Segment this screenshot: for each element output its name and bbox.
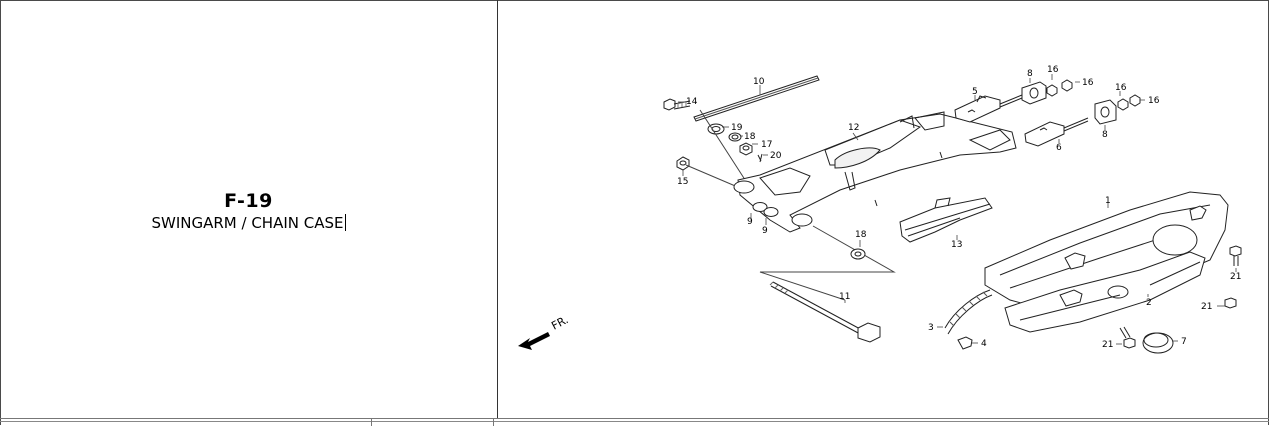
callout-8-a: 8 [1027, 69, 1033, 79]
part-9-bushing-b [763, 207, 779, 217]
part-2-chain-case-lower [1004, 251, 1206, 333]
part-11-pivot-bolt [769, 281, 881, 343]
callout-15: 15 [677, 177, 688, 187]
part-17-nut [739, 142, 753, 156]
callout-10: 10 [753, 77, 765, 87]
callout-5: 5 [972, 87, 978, 97]
part-21-bolts [1119, 245, 1242, 349]
part-8-plate-bottom [1094, 99, 1117, 125]
callout-16-c: 16 [1115, 83, 1127, 93]
callout-6: 6 [1056, 143, 1062, 153]
part-7-cap [1142, 332, 1174, 354]
callout-18-a: 18 [744, 132, 756, 142]
callout-13: 13 [951, 240, 962, 250]
callout-18-b: 18 [855, 230, 867, 240]
part-5-chain-adjuster [954, 94, 1023, 123]
callout-12: 12 [848, 123, 859, 133]
callout-9-b: 9 [762, 226, 768, 236]
callout-21-a: 21 [1230, 272, 1241, 282]
part-4-chain-joint [957, 336, 973, 350]
callout-8-b: 8 [1102, 130, 1108, 140]
part-16-nuts-top [1046, 79, 1073, 97]
bottom-rule [0, 418, 1269, 419]
title-panel: F-19 SWINGARM / CHAIN CASE [0, 0, 497, 418]
callout-1: 1 [1105, 196, 1111, 206]
part-6-chain-adjuster [1024, 117, 1089, 147]
part-14-bolt [663, 98, 691, 111]
callout-21-c: 21 [1102, 340, 1113, 350]
callout-4: 4 [981, 339, 987, 349]
part-12-swingarm [733, 111, 1017, 233]
callout-21-b: 21 [1201, 302, 1212, 312]
callout-2: 2 [1146, 298, 1152, 308]
front-direction-arrow-icon: FR. [518, 313, 570, 350]
callout-19: 19 [731, 123, 743, 133]
front-direction-label: FR. [549, 313, 570, 332]
figure-title: SWINGARM / CHAIN CASE [0, 214, 497, 232]
part-1-chain-case-upper [984, 191, 1229, 309]
callout-16-a: 16 [1047, 65, 1059, 75]
figure-title-text: SWINGARM / CHAIN CASE [151, 214, 344, 232]
part-20-pin [757, 153, 763, 163]
panel-divider [497, 0, 498, 418]
part-16-nuts-bottom [1117, 94, 1141, 111]
part-18-bushing-lower [850, 248, 866, 260]
callout-9-a: 9 [747, 217, 753, 227]
bottom-tick-1 [371, 419, 372, 426]
callout-17: 17 [761, 140, 772, 150]
figure-code: F-19 [224, 190, 273, 212]
part-8-plate-top [1021, 81, 1047, 105]
bottom-rule-secondary [0, 421, 1269, 422]
part-3-drive-chain [944, 289, 993, 335]
callout-16-d: 16 [1148, 96, 1160, 106]
part-13-chain-slider [899, 197, 993, 243]
callout-14: 14 [686, 97, 698, 107]
callout-16-b: 16 [1082, 78, 1094, 88]
callout-11: 11 [839, 292, 850, 302]
callout-7: 7 [1181, 337, 1187, 347]
part-15-nut [676, 156, 690, 171]
exploded-parts-diagram: FR. 10 14 19 18 17 20 12 15 9 9 18 13 11… [518, 65, 1242, 354]
callout-20: 20 [770, 151, 782, 161]
text-caret [344, 214, 346, 231]
part-18-bearing [728, 132, 742, 142]
part-9-bushing-a [752, 202, 768, 212]
part-10-shaft [693, 75, 820, 122]
callout-3: 3 [928, 323, 934, 333]
bottom-tick-2 [493, 419, 494, 426]
